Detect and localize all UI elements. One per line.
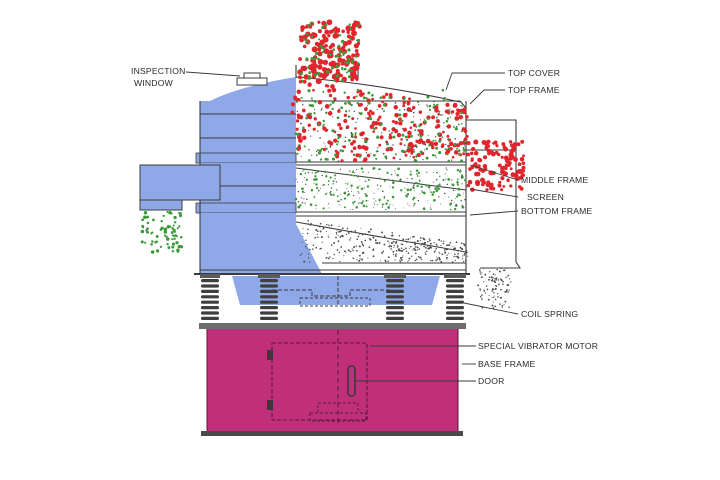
coil-spring [260, 279, 278, 320]
vibrator-motor [309, 330, 367, 425]
feed-stream-coarse [297, 19, 362, 85]
base-frame [199, 323, 466, 436]
inspection-window [236, 72, 268, 86]
label-top-frame: TOP FRAME [508, 85, 560, 95]
label-coil-spring: COIL SPRING [521, 309, 578, 319]
label-inspection-window-2: WINDOW [134, 78, 174, 88]
label-special-vibrator-motor: SPECIAL VIBRATOR MOTOR [478, 341, 598, 351]
fine-discharge [140, 210, 184, 254]
coil-spring [446, 279, 464, 320]
sieve-body [139, 77, 440, 305]
label-screen: SCREEN [527, 192, 564, 202]
feed-stream-fine [299, 21, 361, 83]
middle-deck-powder [295, 167, 466, 211]
top-deck-fine [294, 88, 467, 163]
powder-discharge [477, 267, 512, 309]
coil-springs [201, 279, 464, 320]
label-top-cover: TOP COVER [508, 68, 560, 78]
top-deck-coarse [290, 82, 469, 163]
label-base-frame: BASE FRAME [478, 359, 535, 369]
screen-dots [295, 172, 465, 209]
lower-deck-powder [299, 219, 469, 263]
coarse-discharge [466, 139, 526, 192]
motor-housing-outline [272, 276, 392, 307]
label-inspection-window-1: INSPECTION [131, 66, 186, 76]
particle-flow [140, 19, 526, 309]
top-deck-powder [296, 99, 466, 163]
leader-lines [185, 71, 519, 382]
label-middle-frame: MIDDLE FRAME [521, 175, 588, 185]
coil-spring [201, 279, 219, 320]
label-door: DOOR [478, 376, 505, 386]
spring-plates [200, 274, 466, 278]
middle-deck-fine [294, 166, 467, 211]
label-bottom-frame: BOTTOM FRAME [521, 206, 593, 216]
coil-spring [386, 279, 404, 320]
door [267, 342, 368, 421]
